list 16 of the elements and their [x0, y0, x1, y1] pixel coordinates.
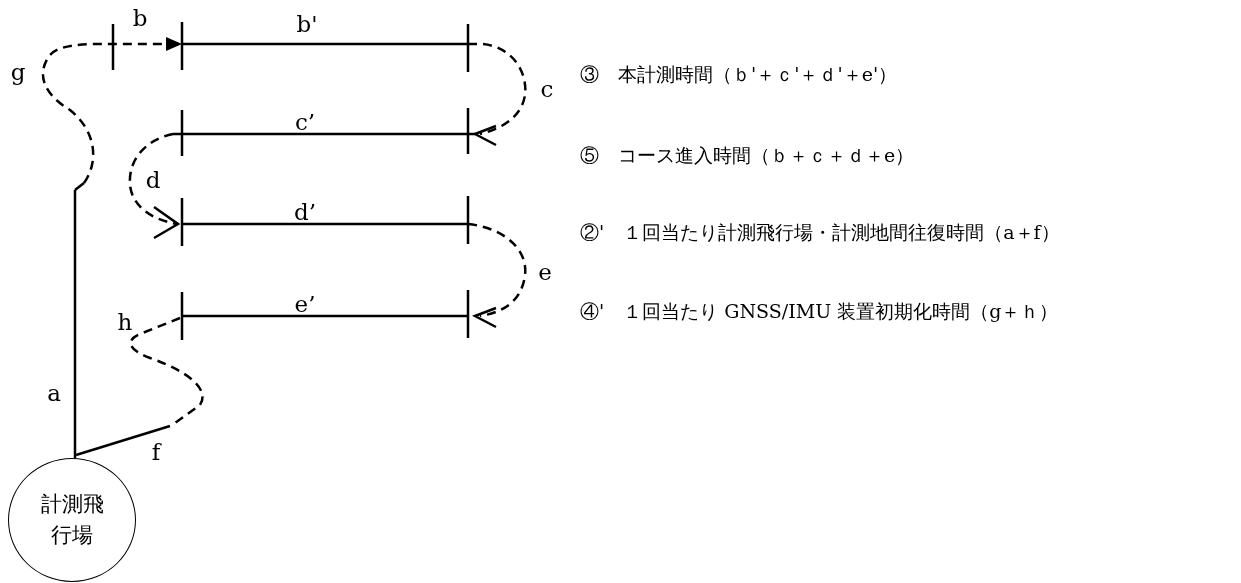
segment-label: a — [47, 381, 61, 405]
segment-label: c — [540, 77, 554, 101]
note-text: ④' １回当たり GNSS/IMU 装置初期化時間（g＋ｈ） — [580, 301, 1059, 321]
note-text: ②' １回当たり計測飛行場・計測地間往復時間（a＋f） — [580, 222, 1060, 242]
segment-label: d’ — [294, 200, 316, 224]
segment-label: f — [151, 440, 161, 464]
note-text: ⑤ コース進入時間（ｂ＋ｃ＋ｄ＋e） — [580, 145, 915, 165]
segment-label: b — [132, 6, 148, 30]
segment-label: g — [10, 60, 26, 84]
segment-label: d — [145, 168, 161, 192]
note-text: ③ 本計測時間（ｂ'＋ｃ'＋ｄ'＋e'） — [580, 64, 898, 84]
segment-label: c’ — [294, 110, 316, 134]
segment-label: e’ — [294, 292, 316, 316]
segment-label: e — [538, 260, 552, 284]
segment-label: b' — [296, 12, 318, 36]
segment-label: h — [117, 310, 133, 334]
